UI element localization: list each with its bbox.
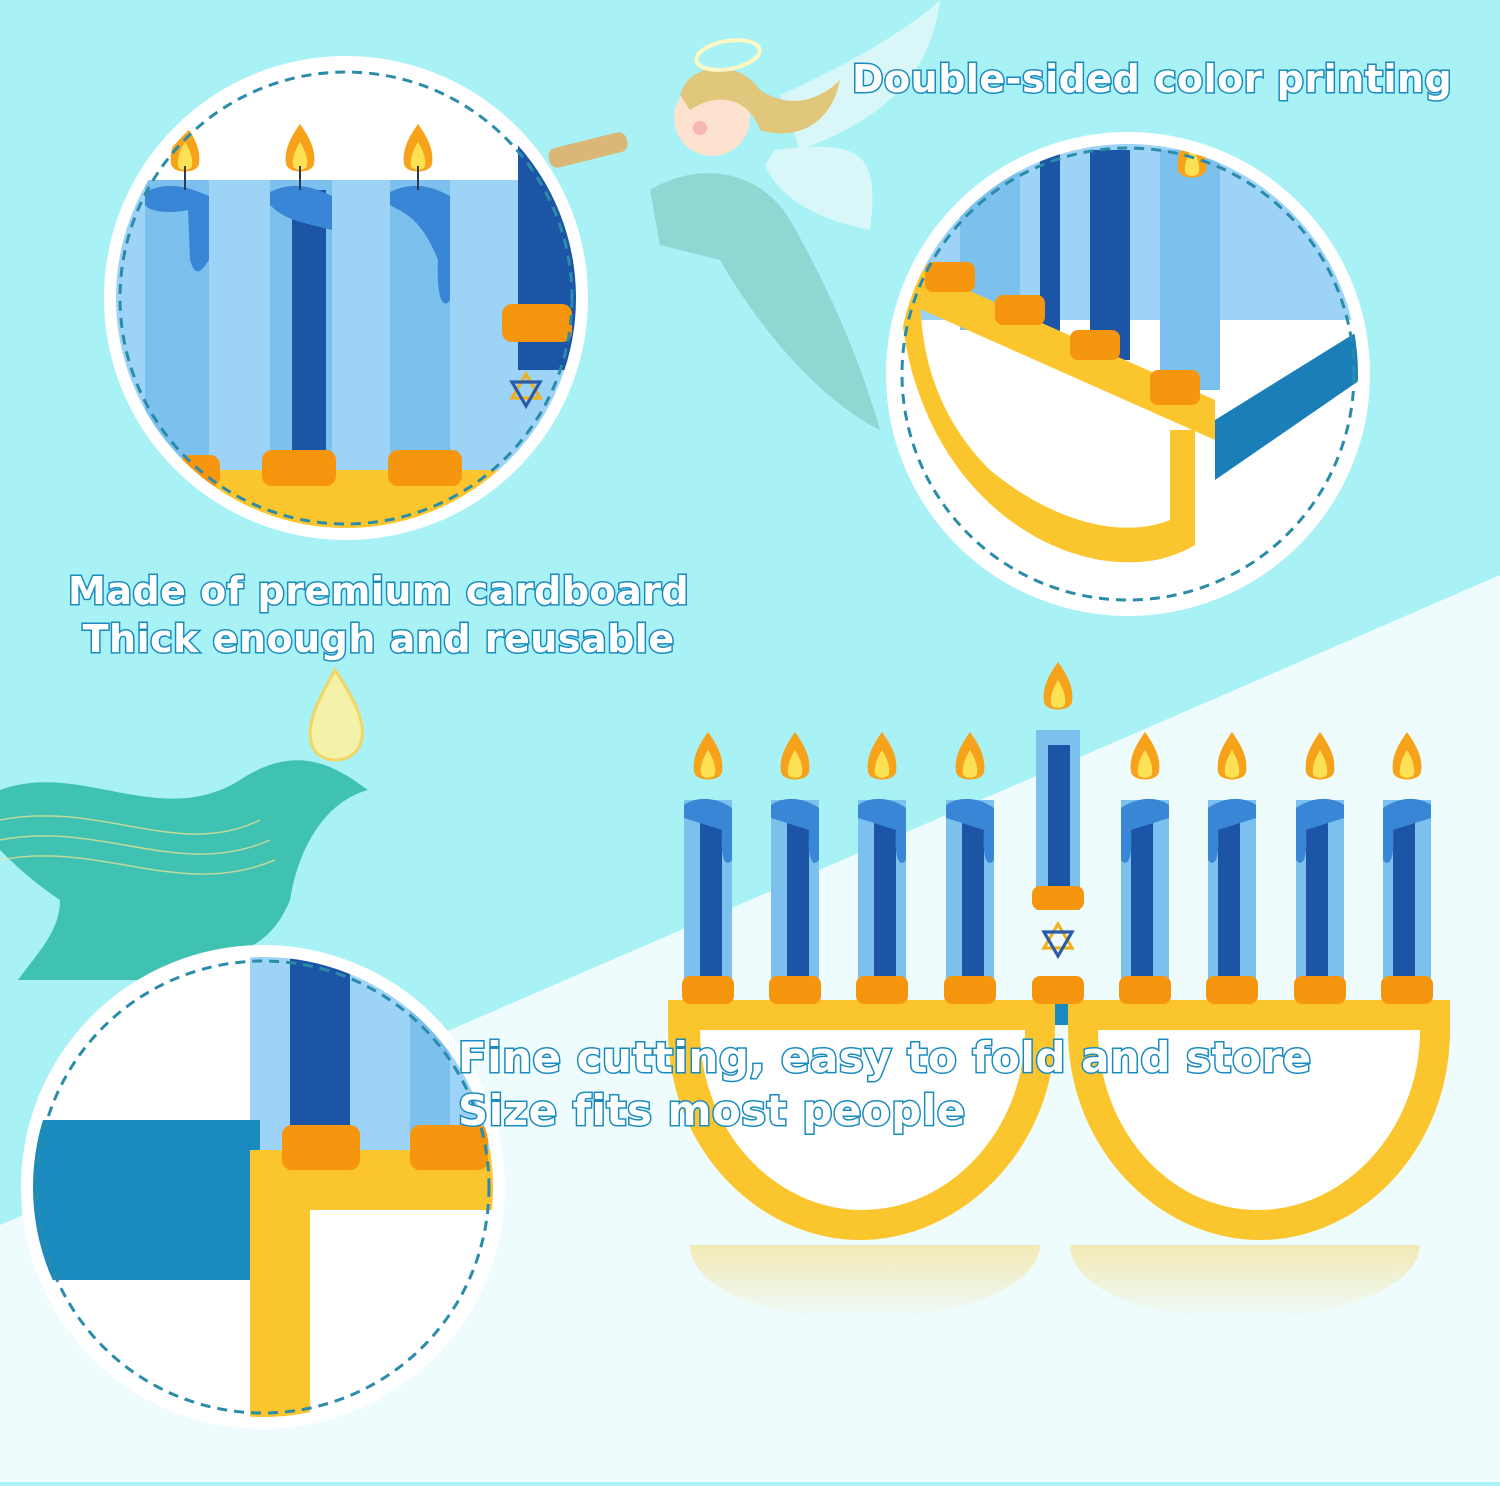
candle-row <box>682 662 1433 1004</box>
menorah-glasses <box>668 662 1450 1320</box>
angel-illustration <box>548 0 940 430</box>
zoom-circle-frame-corner <box>886 132 1370 616</box>
caption-material-line2: Thick enough and reusable <box>81 615 675 662</box>
caption-material: Made of premium cardboard Thick enough a… <box>66 568 690 663</box>
caption-cutting-line1: Fine cutting, easy to fold and store <box>457 1032 1313 1084</box>
caption-material-line1: Made of premium cardboard <box>66 568 690 615</box>
dove-illustration <box>0 760 368 980</box>
zoom-circle-candles <box>104 56 588 540</box>
caption-cutting-line2: Size fits most people <box>457 1084 967 1136</box>
oil-drop-icon <box>308 667 364 762</box>
caption-cutting: Fine cutting, easy to fold and store Siz… <box>457 1032 1313 1137</box>
caption-double-sided: Double-sided color printing <box>850 56 1453 104</box>
caption-double-sided-text: Double-sided color printing <box>850 56 1453 103</box>
